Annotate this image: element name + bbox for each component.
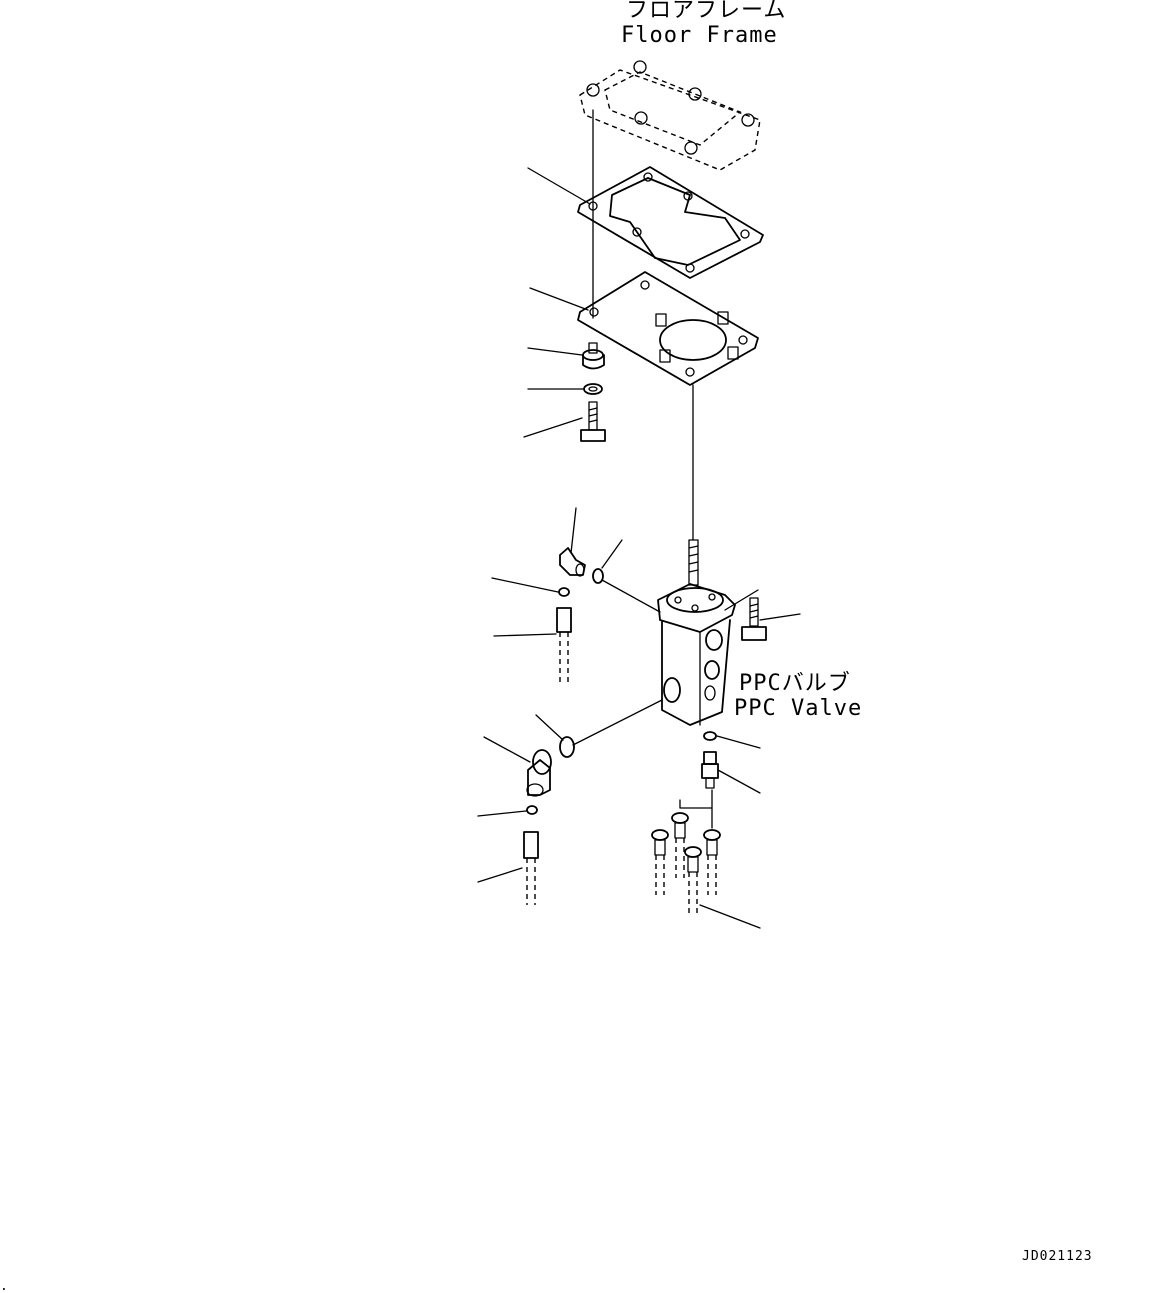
leader-gasket xyxy=(527,167,591,205)
o-ring-large xyxy=(559,736,575,758)
bolt-right xyxy=(741,597,767,641)
o-ring-hose-top xyxy=(558,587,570,597)
leader-elbow-large xyxy=(483,736,531,763)
floor-frame-label-en: Floor Frame xyxy=(621,23,778,48)
washer xyxy=(583,383,603,395)
leader-cap xyxy=(527,347,583,356)
mounting-plate xyxy=(577,271,759,386)
leader-o-ring-hose-bottom xyxy=(477,810,527,817)
o-ring-bottom-right xyxy=(703,731,717,741)
leader-hose-group xyxy=(699,904,761,929)
leader-hose-bottom xyxy=(477,867,523,883)
ppc-valve-label-jp: PPCバルブ xyxy=(739,671,851,696)
leader-bolt xyxy=(523,417,583,438)
drawing-code: JD021123 xyxy=(1022,1249,1093,1264)
leader-plate xyxy=(529,287,589,311)
leader-o-ring-large xyxy=(535,714,564,741)
o-ring-small xyxy=(592,568,604,584)
elbow-fitting-small xyxy=(559,547,586,577)
ppc-valve-label-en: PPC Valve xyxy=(734,696,862,721)
leader-o-ring-bottom-right xyxy=(716,735,761,749)
connector-line-1 xyxy=(601,579,661,613)
hose-bottom xyxy=(523,831,539,905)
ppc-valve xyxy=(657,539,736,726)
elbow-fitting-large xyxy=(526,749,552,797)
leader-o-ring-hose-top xyxy=(491,577,559,593)
leader-o-ring-small xyxy=(601,539,623,569)
gasket-plate xyxy=(577,166,764,279)
cap-nut xyxy=(582,342,605,370)
hose-group xyxy=(651,789,721,915)
floor-frame-label-jp: フロアフレーム xyxy=(626,0,786,23)
leader-valve-top xyxy=(724,589,759,611)
bolt-top xyxy=(580,401,606,442)
leader-elbow-small xyxy=(570,507,577,554)
floor-frame-dashed xyxy=(579,60,761,171)
leader-hose-top xyxy=(493,633,557,637)
leader-bolt-right xyxy=(759,613,801,621)
fitting-bottom-right xyxy=(701,751,719,789)
corner-mark: . xyxy=(0,1279,9,1293)
connector-line-2 xyxy=(572,699,663,746)
leader-fitting-bottom-right xyxy=(717,769,761,794)
hose-top xyxy=(556,607,572,682)
o-ring-hose-bottom xyxy=(526,805,538,815)
